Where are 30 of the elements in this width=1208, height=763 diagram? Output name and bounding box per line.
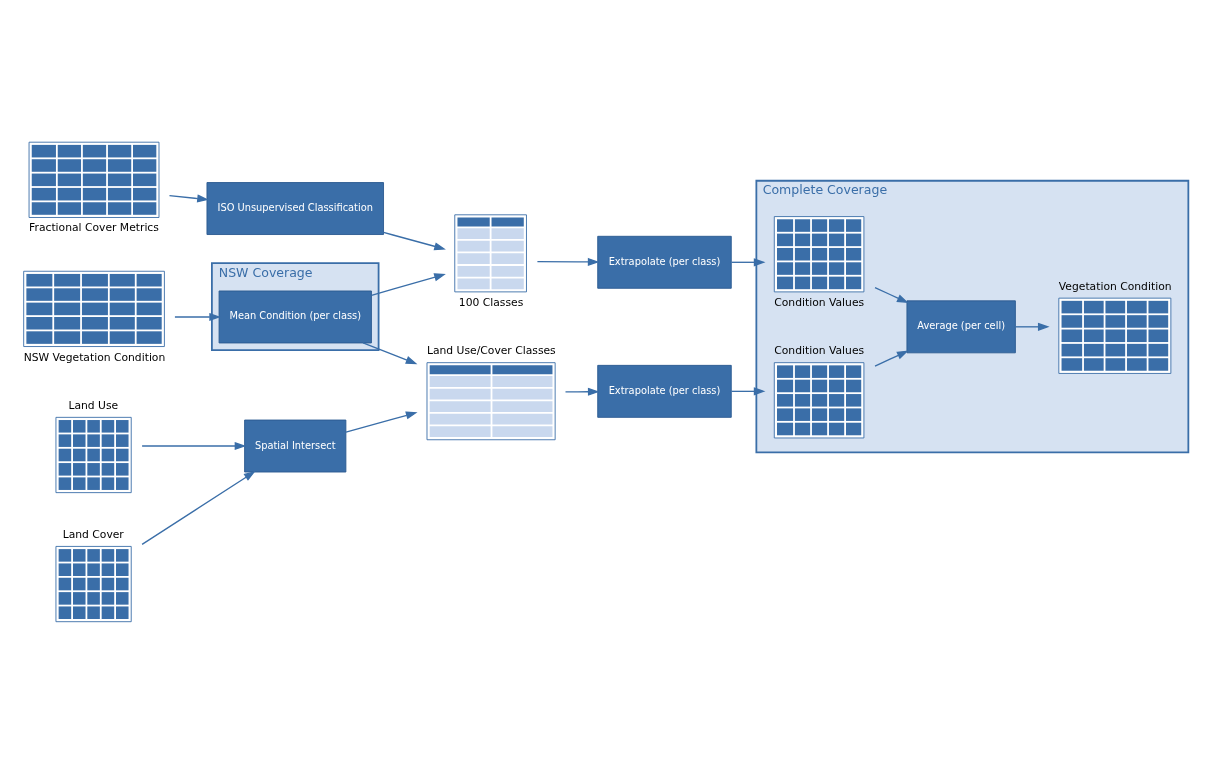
node-label: Vegetation Condition: [1058, 279, 1172, 293]
node-box: Spatial Intersect: [244, 419, 347, 473]
node-label: Land Use: [68, 398, 119, 412]
arrow: [874, 286, 909, 304]
arrow: [1014, 322, 1050, 331]
node-label: Fractional Cover Metrics: [29, 221, 159, 235]
node-box: Extrapolate (per class): [597, 235, 732, 289]
node-box: Average (per cell): [906, 300, 1016, 354]
arrow: [174, 312, 221, 322]
arrow: [536, 257, 600, 266]
arrow: [730, 258, 766, 267]
arrow: [168, 194, 209, 203]
node-box: Mean Condition (per class): [218, 290, 372, 344]
node-label: Condition Values: [774, 295, 865, 309]
arrow: [564, 387, 600, 396]
node-box: ISO Unsupervised Classification: [206, 182, 384, 235]
arrow: [874, 350, 909, 367]
node-box: Extrapolate (per class): [597, 364, 732, 418]
node-label: NSW Vegetation Condition: [23, 350, 166, 364]
arrow: [730, 387, 766, 396]
arrow: [370, 273, 446, 296]
arrow: [345, 411, 418, 433]
node-label: Land Use/Cover Classes: [426, 344, 556, 358]
arrow: [141, 441, 247, 451]
arrow: [382, 231, 446, 251]
arrow: [141, 471, 256, 545]
node-label: 100 Classes: [458, 295, 524, 309]
arrow: [362, 342, 418, 365]
node-label: Condition Values: [774, 344, 865, 358]
node-label: Land Cover: [62, 527, 124, 541]
